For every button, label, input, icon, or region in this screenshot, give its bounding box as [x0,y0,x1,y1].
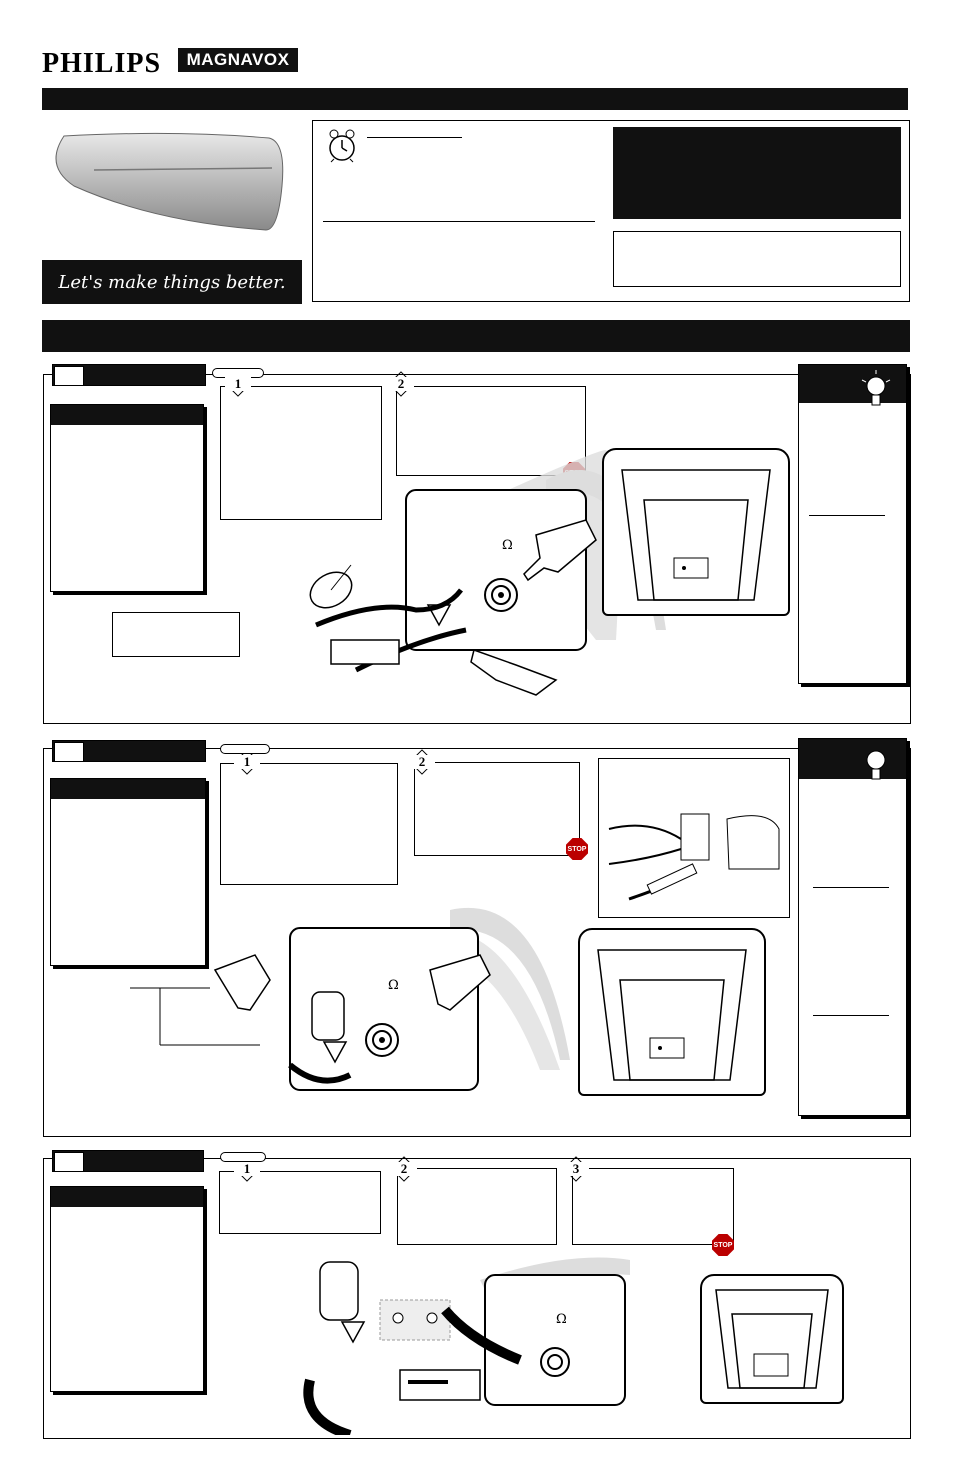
section-2-sidebar-header [51,779,205,799]
section-3-frame [43,1158,911,1439]
s2-tv-rear [578,928,766,1096]
section-1-frame [43,374,911,724]
section-3-sidebar [50,1186,204,1392]
intro-black-box [613,127,901,219]
s1-tip-header [799,365,906,403]
tv-top-graphic [34,126,296,246]
s3-step-2-box [397,1168,557,1245]
s3-step-1-number: 1 [234,1161,260,1176]
tagline-box: Let's make things better. [42,260,302,304]
section-title-bar [42,320,910,352]
satellite-tab-icon [54,366,84,386]
alarm-clock-icon [327,127,357,163]
s2-tip-header [799,739,906,779]
section-2-header-tab [52,740,206,762]
section-3-sidebar-header [51,1187,203,1207]
intro-divider [323,221,595,222]
s3-step-3-number: 3 [563,1161,589,1176]
intro-panel [312,120,910,302]
s2-lightbulb-icon [858,742,894,786]
s1-lightbulb-icon [858,368,894,412]
s3-tv-rear [700,1274,844,1404]
s2-tip-rule-2 [813,1015,889,1016]
vcr-tab-icon [54,1152,84,1172]
s1-step-2-number: 2 [388,376,414,391]
s1-antenna-symbol: Ω [502,538,513,553]
s2-step-1-box [220,763,398,885]
s1-tip-box [798,364,907,684]
title-bar [42,88,908,110]
s3-step-1-box [219,1171,381,1234]
section-1-sidebar-header [51,405,203,425]
s2-stop-sign: STOP [566,838,588,860]
s1-tv-rear [602,448,790,616]
s1-connection-illustration [296,440,796,702]
s1-step-1-box [220,386,382,520]
magnavox-logo: MAGNAVOX [178,48,298,72]
section-2-frame [43,748,911,1137]
section-1-sidebar [50,404,204,592]
intro-outline-box [613,231,901,287]
section-2-sidebar [50,778,206,966]
s3-step-3-box [572,1168,734,1245]
section-2-pill [220,744,270,754]
s2-step-2-number: 2 [409,754,435,769]
s2-tip-box [798,738,907,1116]
intro-heading-rule [367,137,462,138]
tagline-text: Let's make things better. [58,271,286,293]
s2-step-1-number: 1 [234,754,260,769]
section-1-header-tab [52,364,206,386]
s3-connection-illustration [240,1250,640,1440]
s2-tip-rule-1 [813,887,889,888]
s1-step-1-number: 1 [225,376,251,391]
s3-stop-sign: STOP [712,1234,734,1256]
s1-step-2-box [396,386,586,476]
s3-antenna-symbol: Ω [556,1312,567,1327]
s1-tip-rule [809,515,885,516]
s2-splitter-illustration [598,758,790,918]
s2-antenna-symbol: Ω [388,978,399,993]
philips-logo: PHILIPS [42,48,162,79]
s2-step-2-box [414,762,580,856]
s2-connection-illustration [120,900,580,1120]
cable-tab-icon [54,742,84,762]
s3-step-2-number: 2 [391,1161,417,1176]
section-3-header-tab [52,1150,204,1172]
section-1-note-box [112,612,240,657]
